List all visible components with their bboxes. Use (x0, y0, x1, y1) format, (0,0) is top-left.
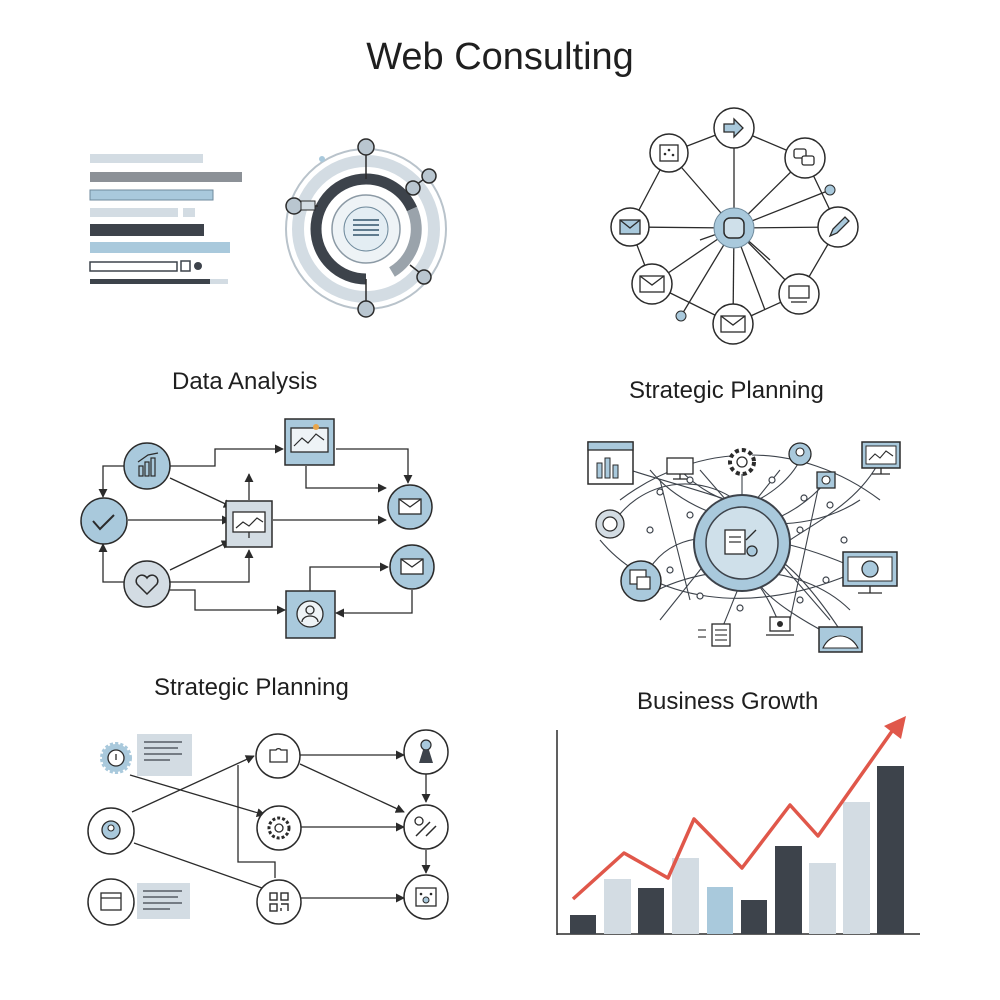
browser-icon (620, 560, 662, 602)
chart-icon (123, 442, 171, 490)
browser-icon (87, 878, 190, 926)
growth-bar (877, 766, 904, 934)
monitor-icon (861, 441, 901, 475)
puzzle-icon (255, 733, 301, 779)
strategic-planning-network (610, 107, 859, 345)
chart-icon (587, 441, 634, 485)
document-icon (698, 623, 731, 647)
heart-icon (123, 560, 171, 608)
map-icon (818, 626, 863, 653)
growth-bar (843, 802, 870, 934)
page-title: Web Consulting (366, 36, 634, 78)
horizontal-bars-graphic (89, 154, 242, 284)
lightbulb-icon (100, 734, 192, 776)
growth-bar (638, 888, 664, 934)
checkmark-icon (80, 497, 128, 545)
growth-bar (707, 887, 733, 934)
growth-bar (570, 915, 596, 934)
monitor-icon (225, 500, 273, 548)
mail-icon (712, 303, 754, 345)
strategic-planning-hub (587, 441, 901, 653)
data-analysis-flowchart (80, 418, 435, 639)
chat-icon (784, 137, 826, 179)
trend-arrowhead (884, 716, 906, 739)
laptop-icon (766, 616, 794, 636)
data-analysis-panel (89, 138, 447, 318)
chess-piece-icon (403, 729, 449, 775)
growth-bar (741, 900, 767, 934)
arrow-right-icon (713, 107, 755, 149)
data-analysis-label: Data Analysis (172, 368, 318, 395)
mail-icon (387, 484, 433, 530)
growth-trend-line (571, 725, 897, 901)
strategic-planning-network-label: Strategic Planning (629, 377, 824, 404)
growth-bar (775, 846, 802, 934)
mail-icon (631, 263, 673, 305)
growth-bar (672, 858, 699, 934)
list-icon (353, 219, 379, 236)
qr-code-icon (256, 879, 302, 925)
growth-bar (604, 879, 631, 934)
business-growth-chart (556, 716, 920, 935)
target-icon (595, 509, 625, 539)
radial-diagram (285, 138, 447, 318)
calendar-icon (403, 874, 449, 920)
monitor-icon (284, 418, 335, 466)
user-icon (87, 807, 135, 855)
printer-icon (778, 273, 820, 315)
user-icon (285, 590, 336, 639)
gear-icon (256, 805, 302, 851)
chart-icon (649, 133, 689, 173)
user-icon (788, 442, 812, 466)
camera-icon (816, 471, 836, 489)
monitor-icon (666, 457, 694, 480)
pencil-icon (817, 206, 859, 248)
strategic-planning-flow (87, 729, 449, 926)
mail-icon (389, 544, 435, 590)
business-growth-label: Business Growth (637, 688, 819, 715)
mail-icon (610, 207, 650, 247)
monitor-icon (842, 551, 898, 594)
strategic-planning-flow-label: Strategic Planning (154, 674, 349, 701)
gear-icon (728, 448, 756, 476)
growth-bar (809, 863, 836, 934)
document-icon (724, 529, 758, 557)
tools-icon (403, 804, 449, 850)
